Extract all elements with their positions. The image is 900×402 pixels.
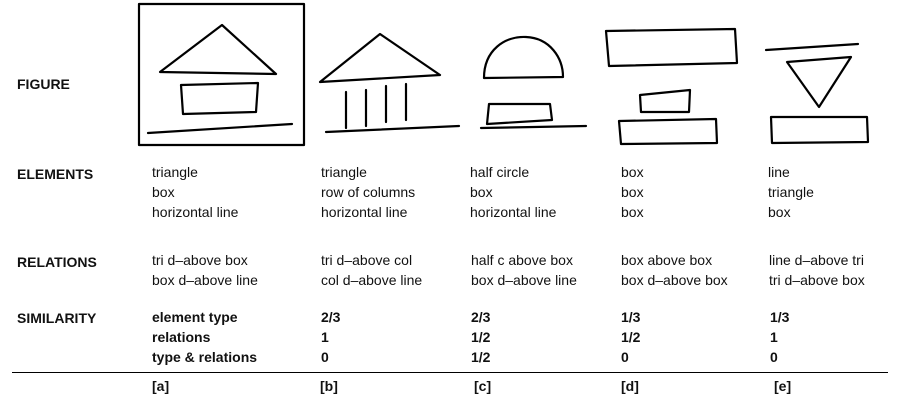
figure-e-elements: line triangle box — [768, 162, 814, 222]
row-label-figure: FIGURE — [17, 76, 70, 92]
relation-item: tri d–above box — [769, 272, 865, 288]
element-item: box — [621, 164, 644, 180]
figure-a-sketch — [137, 2, 306, 147]
element-item: triangle — [321, 164, 367, 180]
similarity-value: 0 — [321, 349, 329, 365]
figure-e-similarity: 1/3 1 0 — [770, 307, 789, 367]
figure-a-id: [a] — [152, 378, 170, 394]
relation-item: col d–above line — [321, 272, 423, 288]
similarity-labels: element type relations type & relations — [152, 307, 257, 367]
figure-d-sketch — [604, 27, 739, 146]
figure-a-frame — [137, 2, 306, 147]
element-item: box — [152, 184, 175, 200]
element-item: triangle — [152, 164, 198, 180]
element-item: triangle — [768, 184, 814, 200]
similarity-value: 0 — [621, 349, 629, 365]
element-item: half circle — [470, 164, 530, 180]
figure-e-line — [764, 42, 860, 52]
table-bottom-rule — [12, 372, 888, 373]
figure-b-triangle — [318, 32, 442, 84]
figure-c-elements: half circle box horizontal line — [470, 162, 556, 222]
relation-item: line d–above tri — [769, 252, 864, 268]
figure-b-id: [b] — [320, 378, 338, 394]
element-item: horizontal line — [470, 204, 557, 220]
figure-b-similarity: 2/3 1 0 — [321, 307, 340, 367]
figure-d-middle-box — [638, 88, 692, 114]
figure-a-triangle — [158, 23, 278, 76]
figure-d-bottom-box — [617, 117, 719, 146]
relation-item: box above box — [621, 252, 713, 268]
similarity-value: 1/3 — [770, 309, 790, 325]
relation-item: tri d–above col — [321, 252, 413, 268]
similarity-label-relations: relations — [152, 329, 211, 345]
figure-a-relations: tri d–above box box d–above line — [152, 250, 258, 290]
figure-d-id: [d] — [621, 378, 639, 394]
element-item: box — [470, 184, 493, 200]
relation-item: box d–above line — [152, 272, 258, 288]
figure-c-line — [479, 124, 588, 130]
element-item: horizontal line — [152, 204, 239, 220]
figure-b-sketch — [318, 32, 461, 134]
similarity-value: 2/3 — [471, 309, 491, 325]
figure-b-relations: tri d–above col col d–above line — [321, 250, 422, 290]
figure-c-relations: half c above box box d–above line — [471, 250, 577, 290]
element-item: horizontal line — [321, 204, 408, 220]
element-item: box — [621, 204, 644, 220]
figure-c-id: [c] — [474, 378, 492, 394]
element-item: box — [768, 204, 791, 220]
element-item: box — [621, 184, 644, 200]
figure-a-box — [179, 81, 260, 116]
figure-d-top-box — [604, 27, 739, 68]
relation-item: box d–above box — [621, 272, 728, 288]
relation-item: tri d–above box — [152, 252, 248, 268]
figure-d-elements: box box box — [621, 162, 644, 222]
similarity-label-type-relations: type & relations — [152, 349, 258, 365]
element-item: row of columns — [321, 184, 416, 200]
relation-item: half c above box — [471, 252, 573, 268]
figure-c-similarity: 2/3 1/2 1/2 — [471, 307, 490, 367]
relation-item: box d–above line — [471, 272, 577, 288]
figure-e-triangle — [785, 55, 853, 109]
figure-e-relations: line d–above tri tri d–above box — [769, 250, 865, 290]
similarity-value: 1/2 — [471, 349, 491, 365]
figure-c-sketch — [479, 35, 588, 130]
similarity-value: 1 — [321, 329, 329, 345]
similarity-value: 1/2 — [621, 329, 641, 345]
figure-a-elements: triangle box horizontal line — [152, 162, 238, 222]
figure-d-relations: box above box box d–above box — [621, 250, 728, 290]
element-item: line — [768, 164, 790, 180]
figure-c-box — [485, 102, 554, 126]
similarity-value: 0 — [770, 349, 778, 365]
row-label-similarity: SIMILARITY — [17, 310, 97, 326]
similarity-label-element-type: element type — [152, 309, 238, 325]
similarity-value: 1 — [770, 329, 778, 345]
figure-a-line — [146, 122, 294, 135]
figure-e-sketch — [764, 42, 870, 145]
row-label-elements: ELEMENTS — [17, 166, 94, 182]
similarity-value: 1/2 — [471, 329, 491, 345]
row-label-relations: RELATIONS — [17, 254, 97, 270]
figure-e-id: [e] — [774, 378, 792, 394]
figure-b-line — [324, 124, 461, 134]
figure-d-similarity: 1/3 1/2 0 — [621, 307, 640, 367]
figure-e-box — [769, 115, 870, 145]
figure-c-half-circle — [482, 35, 565, 80]
figure-sketches — [137, 2, 870, 147]
similarity-value: 1/3 — [621, 309, 641, 325]
similarity-value: 2/3 — [321, 309, 341, 325]
figure-b-elements: triangle row of columns horizontal line — [321, 162, 415, 222]
